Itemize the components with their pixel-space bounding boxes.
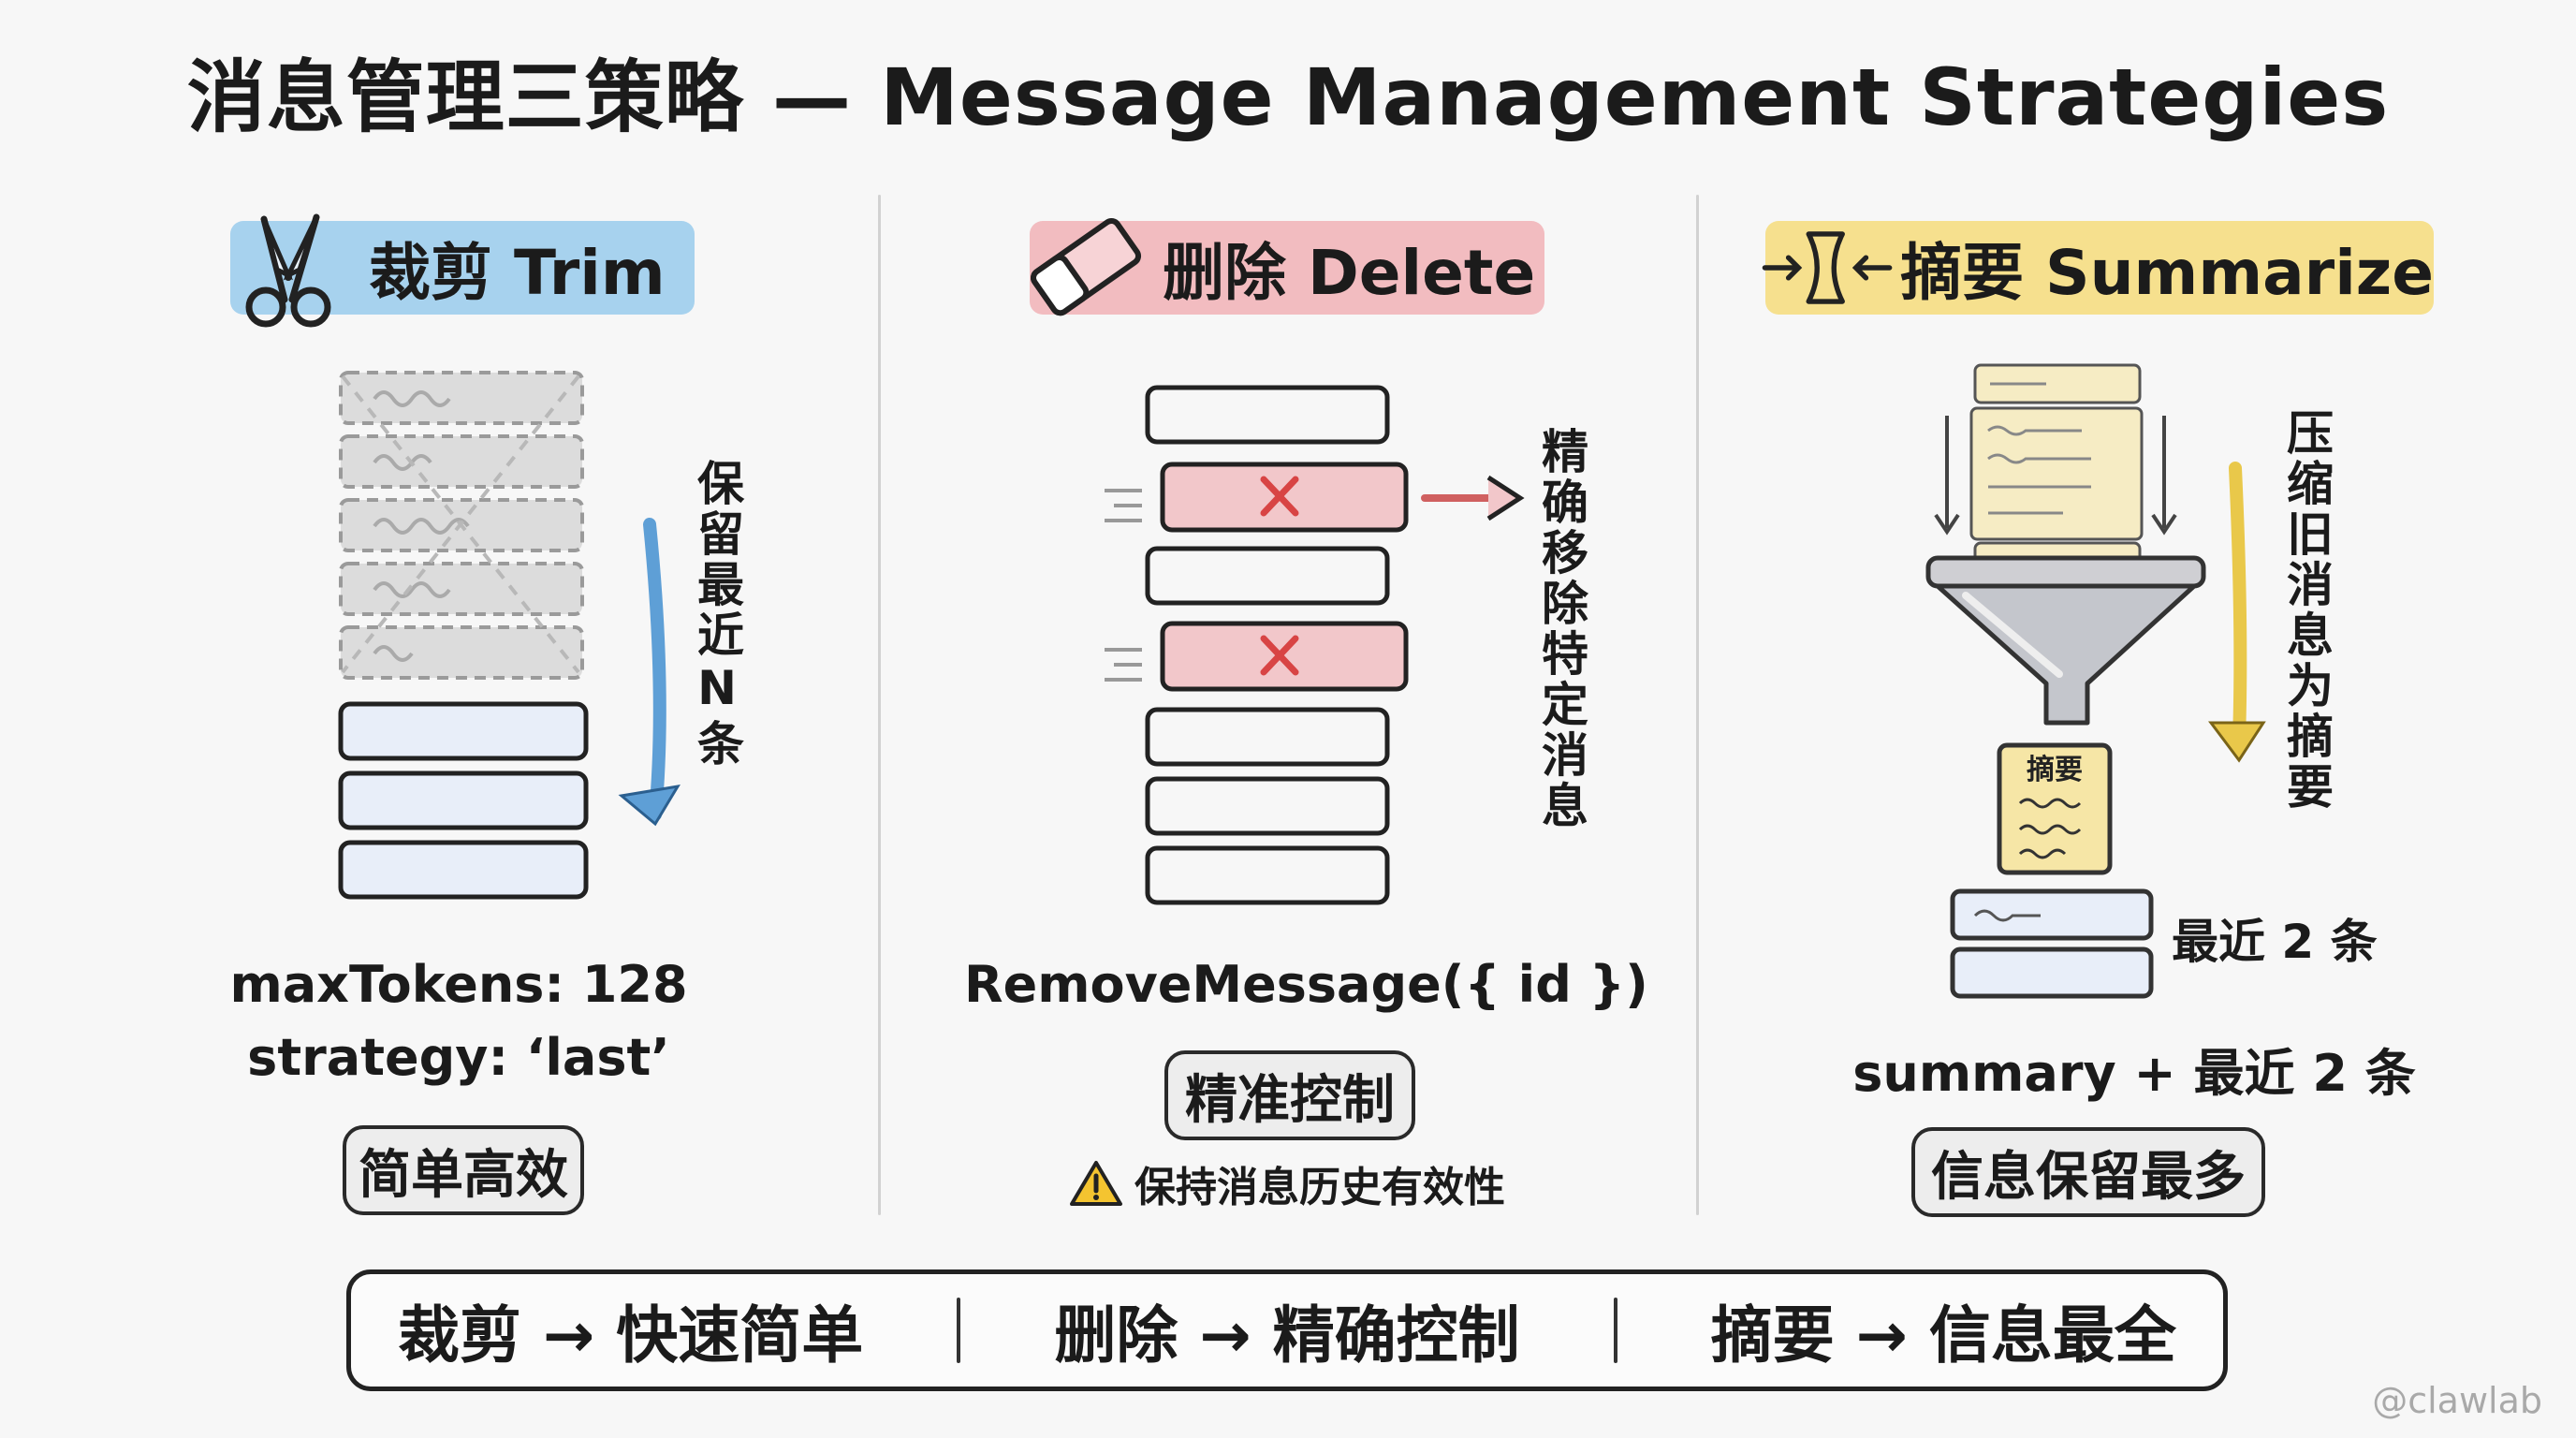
delete-message-stack [1105,385,1525,905]
summarize-diagram: 摘要 [1925,363,2266,999]
column-divider [1696,195,1699,1215]
scissors-icon [245,213,331,328]
removed-message [339,434,584,489]
watermark: @clawlab [2372,1380,2542,1421]
message [1145,707,1390,767]
summarize-recent-label: 最近 2 条 [2172,915,2378,969]
cross-out-line [341,374,580,674]
down-arrow-icon [2151,416,2177,536]
delete-code: RemoveMessage({ id }) [964,955,1648,1014]
delete-warning: 保持消息历史有效性 [1069,1153,1505,1213]
comparison-bar: 裁剪 → 快速简单 删除 → 精确控制 摘要 → 信息最全 [346,1269,2228,1391]
summary-card: 摘要 [1997,742,2113,875]
summary-card-label: 摘要 [2027,754,2083,786]
column-divider [878,195,881,1215]
trim-side-label: 保留最近N条 [690,459,744,770]
delete-header-label: 删除 Delete [1163,237,1536,309]
kept-message [338,840,589,900]
summarize-header-label: 摘要 Summarize [1900,237,2434,309]
comparison-trim: 裁剪 → 快速简单 [398,1299,864,1372]
recent-message [1950,888,2154,941]
removed-message [339,625,584,680]
compress-icon [1762,231,1893,304]
warning-icon [1070,1161,1122,1206]
delete-x-icon [1260,476,1299,517]
trim-config-max-tokens: maxTokens: 128 [229,955,688,1014]
arrow-head [2208,721,2266,763]
trim-header-label: 裁剪 Trim [369,237,666,309]
summarize-badge: 信息保留最多 [1911,1127,2265,1217]
funnel-icon [1925,555,2206,726]
removed-message [339,371,584,425]
message [1145,845,1390,905]
eraser-icon [1031,217,1142,316]
trim-config-strategy: strategy: ‘last’ [247,1028,670,1087]
delete-header: 删除 Delete [1030,217,1544,316]
recent-message [1950,946,2154,999]
delete-side-label: 精确移除特定消息 [1534,427,1588,831]
arrow-head [618,784,681,827]
down-arrow-icon [1934,416,1960,536]
summarize-side-label: 压缩旧消息为摘要 [2279,408,2334,813]
delete-warning-text: 保持消息历史有效性 [1134,1164,1505,1211]
trim-message-stack [338,371,681,900]
delete-badge: 精准控制 [1164,1050,1415,1140]
arrow-head [1486,475,1525,521]
summarize-header: 摘要 Summarize [1762,221,2434,315]
summarize-formula: summary + 最近 2 条 [1852,1044,2416,1103]
keep-arrow [643,518,666,821]
comparison-summarize: 摘要 → 信息最全 [1710,1299,2176,1372]
comparison-separator [1613,1298,1617,1363]
kept-message [338,701,589,761]
trim-header: 裁剪 Trim [230,213,695,328]
removed-message [339,562,584,616]
message [1145,385,1390,445]
old-message-stack [1969,363,2144,567]
message [1145,546,1390,606]
delete-x-icon [1260,635,1299,676]
kept-message [338,770,589,830]
message [1145,776,1390,836]
removed-message [1105,462,1409,533]
comparison-delete: 删除 → 精确控制 [1054,1299,1520,1372]
comparison-separator [957,1298,961,1363]
compress-arrow [2229,462,2247,746]
page-title: 消息管理三策略 — Message Management Strategies [186,51,2390,143]
removed-message [1105,621,1409,692]
trim-badge: 简单高效 [343,1125,584,1215]
